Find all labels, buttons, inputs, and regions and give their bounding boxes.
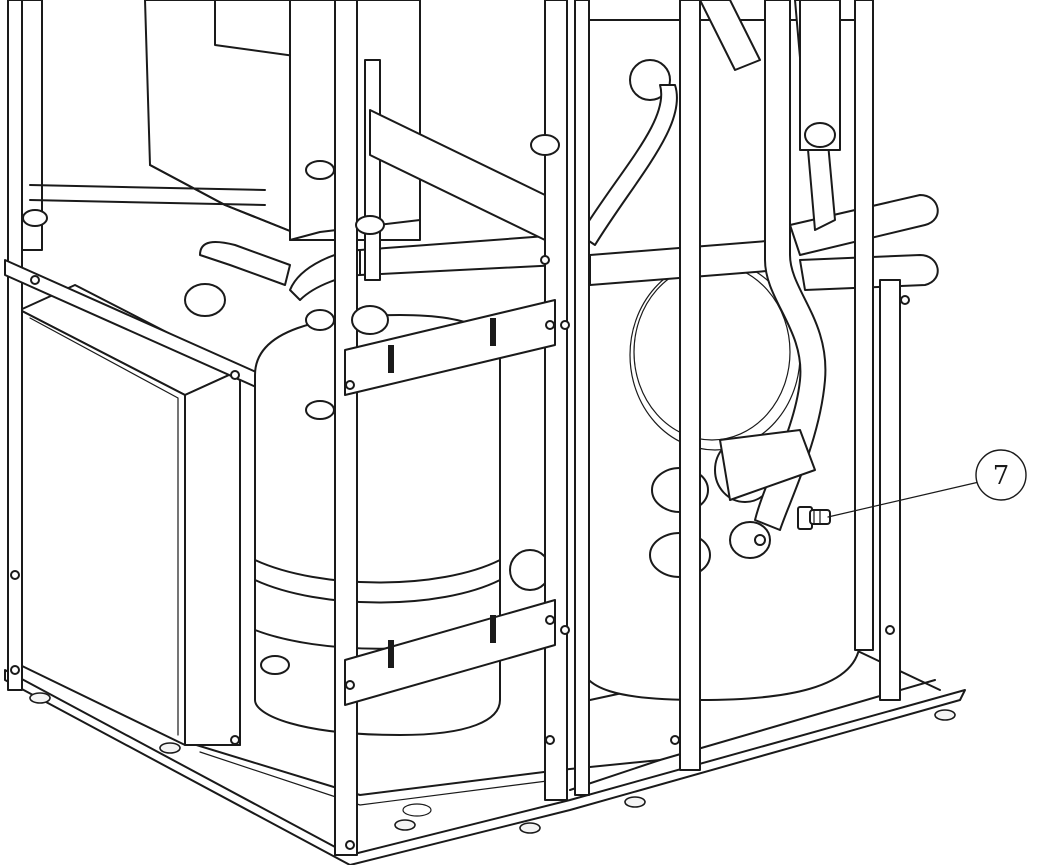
electrical-box xyxy=(19,284,241,746)
callout-leader-line xyxy=(827,481,980,518)
fittings xyxy=(22,122,836,675)
callout-circle xyxy=(975,449,1027,501)
left-frame xyxy=(4,0,331,691)
upper-cabinet xyxy=(144,0,421,241)
front-frame-posts xyxy=(334,0,901,856)
bolts xyxy=(10,255,910,850)
callout-7: 7 xyxy=(827,449,1027,518)
tank-straps xyxy=(344,109,556,706)
drain-valve xyxy=(797,506,831,530)
callout-label: 7 xyxy=(993,461,1010,491)
